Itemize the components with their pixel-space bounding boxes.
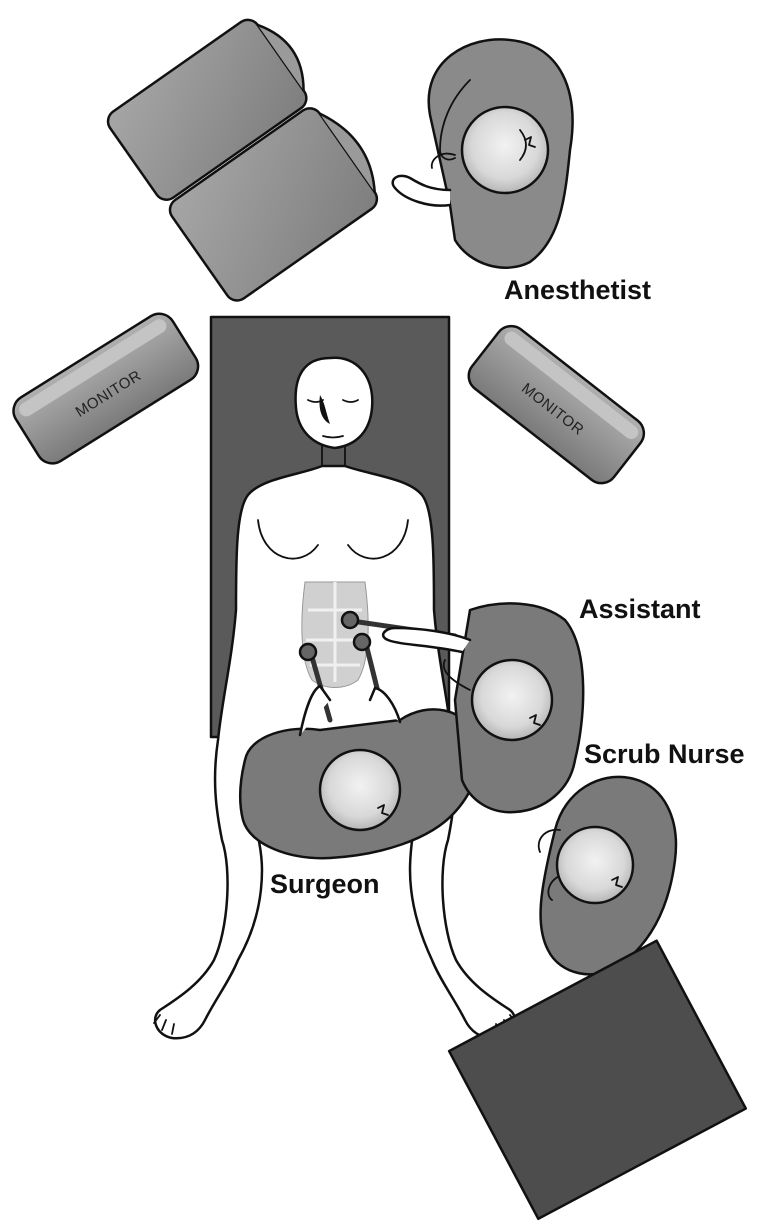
scrub-nurse-head (557, 827, 633, 903)
anesthetist-head (462, 107, 548, 193)
anesthesia-machine-icon (103, 7, 393, 305)
anesthetist-label: Anesthetist (504, 275, 651, 305)
surgeon-label: Surgeon (270, 869, 380, 899)
surgeon-head (320, 750, 400, 830)
monitor-right-icon: MONITOR (462, 320, 650, 490)
assistant-head (472, 660, 552, 740)
instrument-table-icon (449, 941, 746, 1219)
assistant-label: Assistant (579, 594, 701, 624)
anesthetist-figure (393, 39, 573, 267)
monitor-left-icon: MONITOR (7, 308, 204, 470)
scrub-nurse-label: Scrub Nurse (584, 739, 745, 769)
